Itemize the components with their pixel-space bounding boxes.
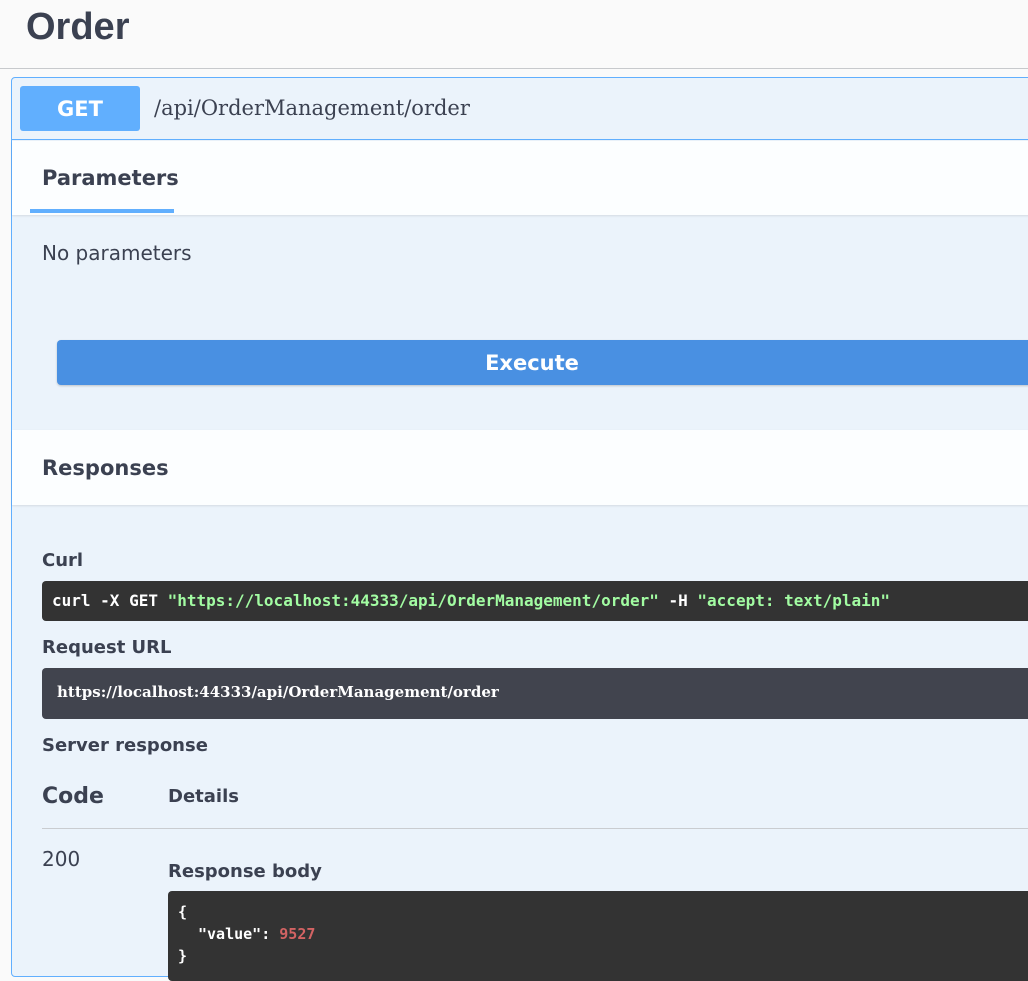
responses-title: Responses [42,456,169,480]
code-column-header: Code [42,784,104,809]
operation-path: /api/OrderManagement/order [154,96,470,120]
tag-title: Order [26,6,130,48]
json-line: "value": 9527 [178,923,1028,945]
request-url[interactable]: https://localhost:44333/api/OrderManagem… [42,668,1028,719]
curl-command[interactable]: curl -X GET "https://localhost:44333/api… [42,581,1028,621]
response-body[interactable]: { "value": 9527 } [168,891,1028,981]
response-body-label: Response body [168,861,322,882]
tag-header[interactable]: Order [0,0,1028,69]
curl-prefix: curl -X GET [52,591,168,610]
response-table-divider [42,828,1028,829]
details-column-header: Details [168,786,239,807]
operation-block: GET /api/OrderManagement/order Parameter… [11,77,1028,981]
status-code: 200 [42,847,81,871]
json-value: 9527 [279,925,316,943]
server-response-label: Server response [42,735,208,756]
json-close-brace: } [178,947,188,965]
tab-parameters[interactable]: Parameters [42,166,179,190]
responses-header: Responses [12,430,1028,505]
no-parameters-text: No parameters [42,241,192,265]
curl-url: "https://localhost:44333/api/OrderManage… [167,591,659,610]
json-open-brace: { [178,903,188,921]
request-url-label: Request URL [42,637,172,658]
method-badge: GET [20,86,140,131]
operation-summary[interactable]: GET /api/OrderManagement/order [12,78,1028,140]
execute-button[interactable]: Execute [57,340,1028,385]
curl-header: "accept: text/plain" [697,591,891,610]
json-key: "value" [198,925,262,943]
tab-active-indicator [30,209,174,213]
parameters-header: Parameters [12,141,1028,215]
curl-label: Curl [42,550,84,571]
json-separator: : [261,925,280,943]
curl-flag: -H [658,591,698,610]
